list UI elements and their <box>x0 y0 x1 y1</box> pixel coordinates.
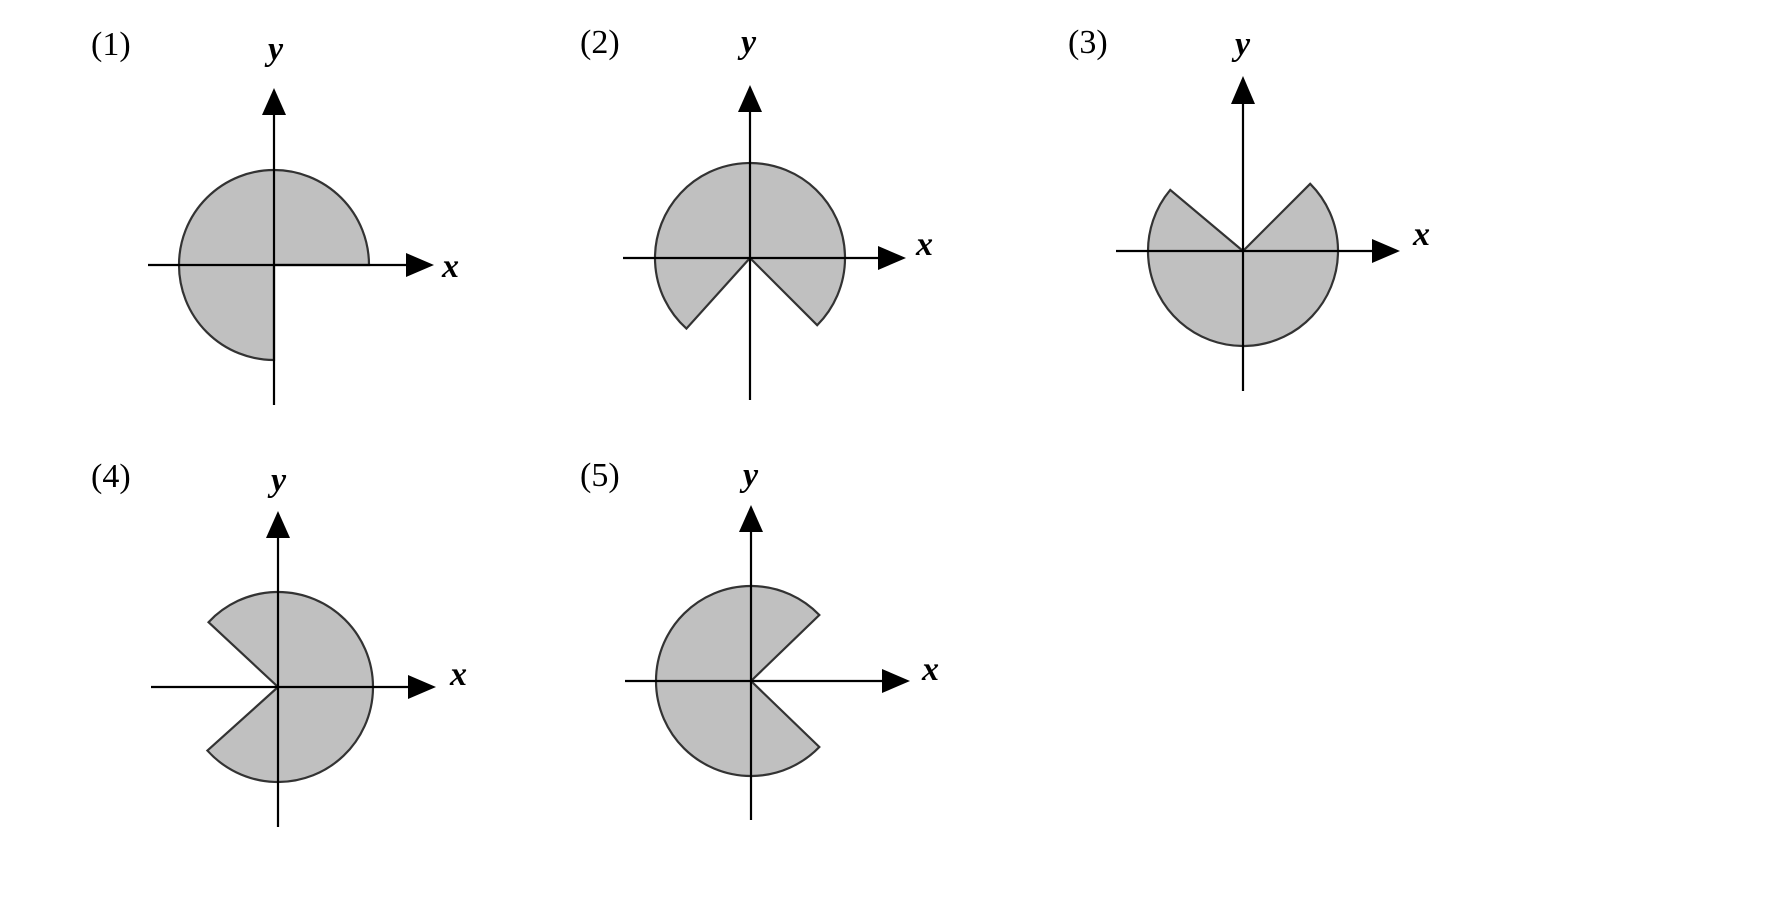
panel-1-label: (1) <box>91 26 131 63</box>
panel-4-label: (4) <box>91 458 131 495</box>
panel-3-x-label: x <box>1412 216 1430 253</box>
panel-1-shaded-region <box>177 168 371 362</box>
panel-4-x-arrow-icon <box>408 675 436 699</box>
panel-2: (2) x y <box>580 24 933 400</box>
panel-4-y-label: y <box>267 462 287 499</box>
panel-2-x-arrow-icon <box>878 246 906 270</box>
panel-3-label: (3) <box>1068 24 1108 61</box>
panel-3: (3) x y <box>1068 24 1430 391</box>
panel-2-y-arrow-icon <box>738 85 762 112</box>
panel-2-y-label: y <box>737 24 757 61</box>
panel-2-x-label: x <box>915 226 933 263</box>
panel-5-x-arrow-icon <box>882 669 910 693</box>
panel-1-x-label: x <box>441 248 459 285</box>
panel-5-x-label: x <box>921 651 939 688</box>
panel-1-y-label: y <box>264 31 284 68</box>
panel-1: (1) x y <box>91 26 459 405</box>
panel-3-y-label: y <box>1231 26 1251 63</box>
panel-3-x-arrow-icon <box>1372 239 1400 263</box>
panel-4-y-arrow-icon <box>266 511 290 538</box>
panel-4-x-label: x <box>449 656 467 693</box>
panel-5-y-label: y <box>739 457 759 494</box>
panel-4: (4) x y <box>91 458 467 827</box>
panel-2-label: (2) <box>580 24 620 61</box>
panel-1-x-arrow-icon <box>406 253 434 277</box>
panel-1-y-arrow-icon <box>262 88 286 115</box>
panel-5-y-arrow-icon <box>739 505 763 532</box>
panel-3-y-arrow-icon <box>1231 76 1255 104</box>
panel-5: (5) x y <box>580 457 939 820</box>
panel-5-label: (5) <box>580 457 620 494</box>
